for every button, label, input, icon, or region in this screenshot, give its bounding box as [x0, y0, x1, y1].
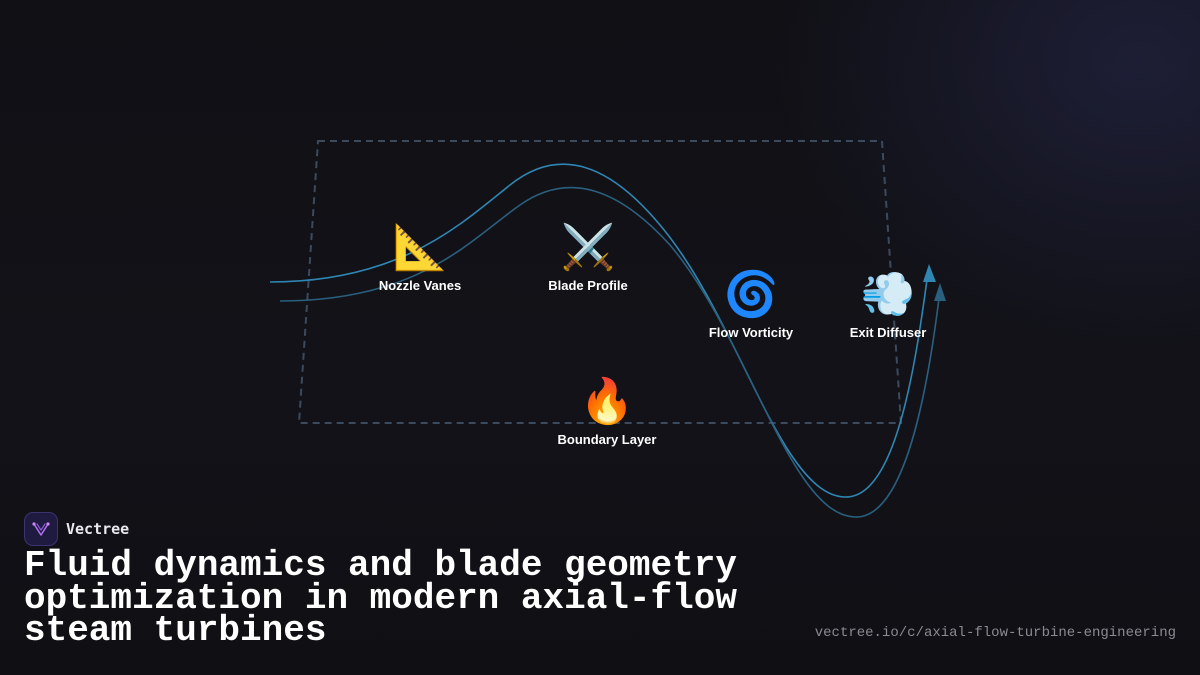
vectree-logo-mark	[32, 522, 50, 536]
node-label: Exit Diffuser	[849, 325, 927, 340]
brand-name: Vectree	[66, 520, 130, 538]
page-url[interactable]: vectree.io/c/axial-flow-turbine-engineer…	[814, 625, 1176, 641]
crossed-swords-icon: ⚔️	[560, 222, 616, 273]
node-nozzle-vanes: 📐 Nozzle Vanes	[350, 222, 490, 293]
flow-curve-primary	[269, 163, 929, 498]
node-blade-profile: ⚔️ Blade Profile	[518, 222, 658, 293]
node-label: Boundary Layer	[557, 432, 657, 447]
page-title: Fluid dynamics and blade geometry optimi…	[24, 545, 737, 651]
flow-curve-secondary	[279, 186, 941, 518]
node-label: Flow Vorticity	[708, 325, 794, 340]
triangular-ruler-icon: 📐	[392, 222, 448, 273]
node-exit-diffuser: 💨 Exit Diffuser	[818, 269, 958, 340]
brand: Vectree	[24, 512, 129, 546]
node-label: Blade Profile	[548, 278, 628, 293]
fire-icon: 🔥	[579, 376, 635, 427]
vectree-logo-icon	[24, 512, 58, 546]
flow-arrowhead-secondary	[934, 283, 946, 301]
node-flow-vorticity: 🌀 Flow Vorticity	[681, 269, 821, 340]
dashed-frame	[297, 140, 903, 424]
dash-puff-icon: 💨	[860, 269, 916, 320]
cyclone-icon: 🌀	[723, 269, 779, 320]
flow-arrowhead-primary	[923, 264, 936, 282]
node-label: Nozzle Vanes	[378, 278, 462, 293]
node-boundary-layer: 🔥 Boundary Layer	[537, 376, 677, 447]
